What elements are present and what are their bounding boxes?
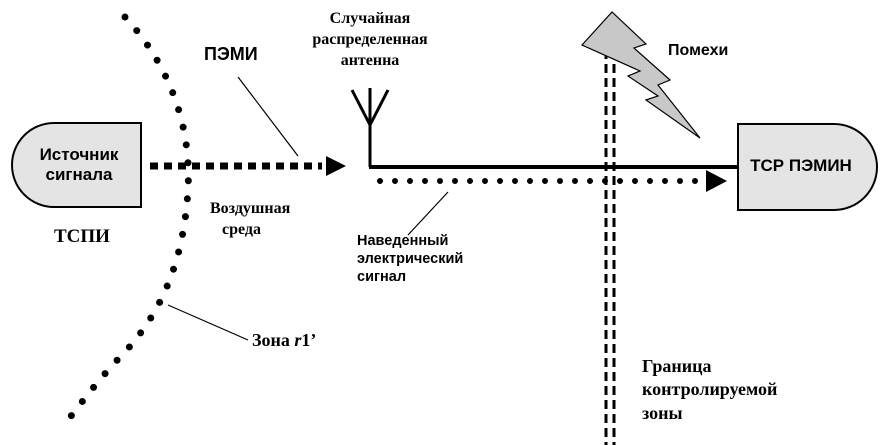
receiver-box-label: ТСР ПЭМИН <box>750 156 852 175</box>
induced-signal-label: Наведенный электрический сигнал <box>357 233 464 286</box>
interference-label: Помехи <box>668 42 729 59</box>
source-box-label: Источник сигнала <box>39 145 119 184</box>
air-medium-label: Воздушная среда <box>210 200 291 238</box>
controlled-zone-label: Граница контролируемой зоны <box>642 356 778 423</box>
zone-boundary-arc <box>64 13 192 424</box>
source-caption: ТСПИ <box>54 226 110 247</box>
receiver-box-shape <box>737 123 878 211</box>
lightning-icon <box>580 11 701 139</box>
antenna-label: Случайная распределенная антенна <box>312 10 428 69</box>
antenna-left-arm <box>350 89 372 126</box>
antenna-right-arm <box>368 89 390 126</box>
induced-leader-line <box>407 191 449 236</box>
zone-label-variable: r <box>294 330 302 350</box>
induced-signal-arrowhead <box>706 170 727 192</box>
pemi-leader-line <box>237 76 299 157</box>
source-box-shape <box>11 122 142 208</box>
pemi-label: ПЭМИ <box>204 44 258 64</box>
zone-label-suffix: 1’ <box>301 330 317 350</box>
zone-leader-line <box>167 304 249 341</box>
zone-label-prefix: Зона <box>252 330 295 350</box>
zone-label: Зона r1’ <box>252 330 316 351</box>
pemi-arrowhead <box>326 156 346 176</box>
